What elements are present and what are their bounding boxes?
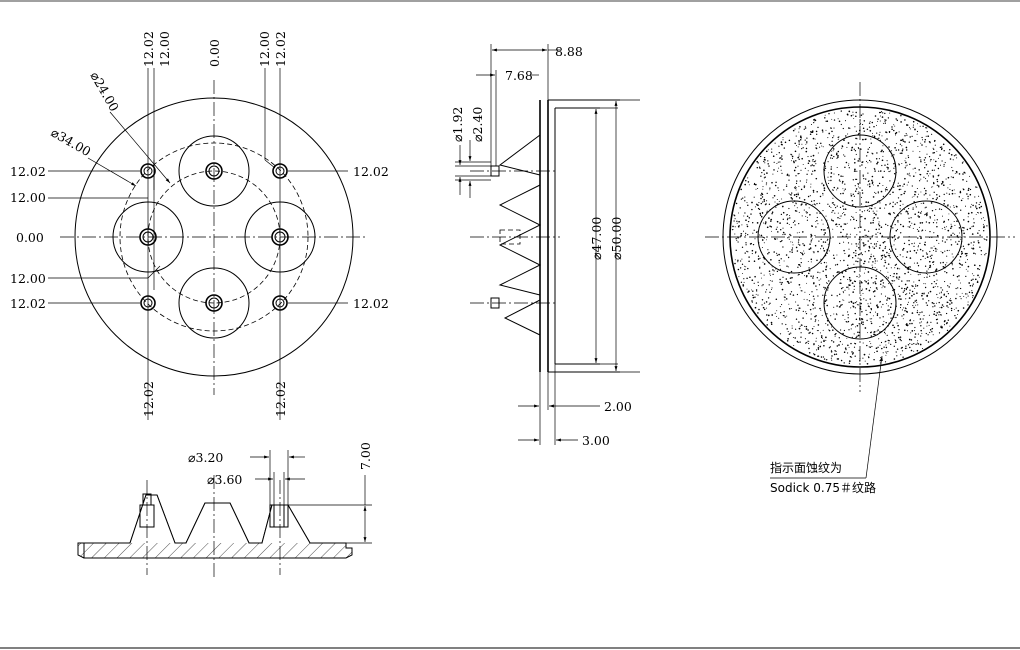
texture-note-line2: Sodick 0.75＃纹路 xyxy=(770,480,876,495)
leader-dia24 xyxy=(109,111,171,184)
dim-top-right-outer: 12.02 xyxy=(273,31,288,67)
dim-right-top: 12.02 xyxy=(353,164,389,179)
dim-top-center: 0.00 xyxy=(207,39,222,67)
side-view: 8.88 7.68 ⌀1.92 ⌀2.40 ⌀47.00 ⌀50.00 2.00… xyxy=(450,44,640,448)
dim-right-bottom: 12.02 xyxy=(353,296,389,311)
dim-2-00: 2.00 xyxy=(604,399,632,414)
dim-top-right-inner: 12.00 xyxy=(257,31,272,67)
dim-dia-3-20: ⌀3.20 xyxy=(188,450,223,465)
dim-left-lower: 12.00 xyxy=(10,271,46,286)
dim-3-00: 3.00 xyxy=(582,433,610,448)
etch-texture xyxy=(731,110,988,365)
dim-dia-2-40: ⌀2.40 xyxy=(470,107,485,142)
front-view: 12.02 12.00 0.00 12.00 12.02 ⌀24.00 ⌀34.… xyxy=(10,31,389,420)
dim-left-upper: 12.00 xyxy=(10,190,46,205)
texture-view: 指示面蚀纹为 Sodick 0.75＃纹路 xyxy=(705,82,1015,495)
dim-8-88: 8.88 xyxy=(555,44,583,59)
dim-dia-34: ⌀34.00 xyxy=(49,125,94,160)
dim-dia-1-92: ⌀1.92 xyxy=(450,107,465,142)
dim-top-left-inner: 12.00 xyxy=(157,31,172,67)
section-view: ⌀3.20 ⌀3.60 7.00 xyxy=(77,442,373,578)
dim-left-mid: 0.00 xyxy=(16,230,44,245)
dim-top-left-outer: 12.02 xyxy=(141,31,156,67)
side-dim-labels: 8.88 7.68 ⌀1.92 ⌀2.40 ⌀47.00 ⌀50.00 2.00… xyxy=(450,44,632,448)
section-dim-labels: ⌀3.20 ⌀3.60 7.00 xyxy=(188,442,373,487)
front-dim-labels: 12.02 12.00 0.00 12.00 12.02 ⌀24.00 ⌀34.… xyxy=(10,31,389,417)
dim-left-top: 12.02 xyxy=(10,164,46,179)
texture-note-line1: 指示面蚀纹为 xyxy=(770,460,842,475)
dim-7-00: 7.00 xyxy=(358,442,373,470)
texture-leader xyxy=(865,355,883,479)
dim-dia-24: ⌀24.00 xyxy=(87,69,122,114)
dim-dia-50: ⌀50.00 xyxy=(609,217,624,260)
dim-bottom-left: 12.02 xyxy=(141,381,156,417)
dim-bottom-right: 12.02 xyxy=(273,381,288,417)
extension-lines xyxy=(48,68,348,420)
dim-dia-3-60: ⌀3.60 xyxy=(207,472,242,487)
dim-left-bottom: 12.02 xyxy=(10,296,46,311)
leader-dia34 xyxy=(87,157,137,187)
dim-7-68: 7.68 xyxy=(505,68,533,83)
dim-dia-47: ⌀47.00 xyxy=(589,217,604,260)
